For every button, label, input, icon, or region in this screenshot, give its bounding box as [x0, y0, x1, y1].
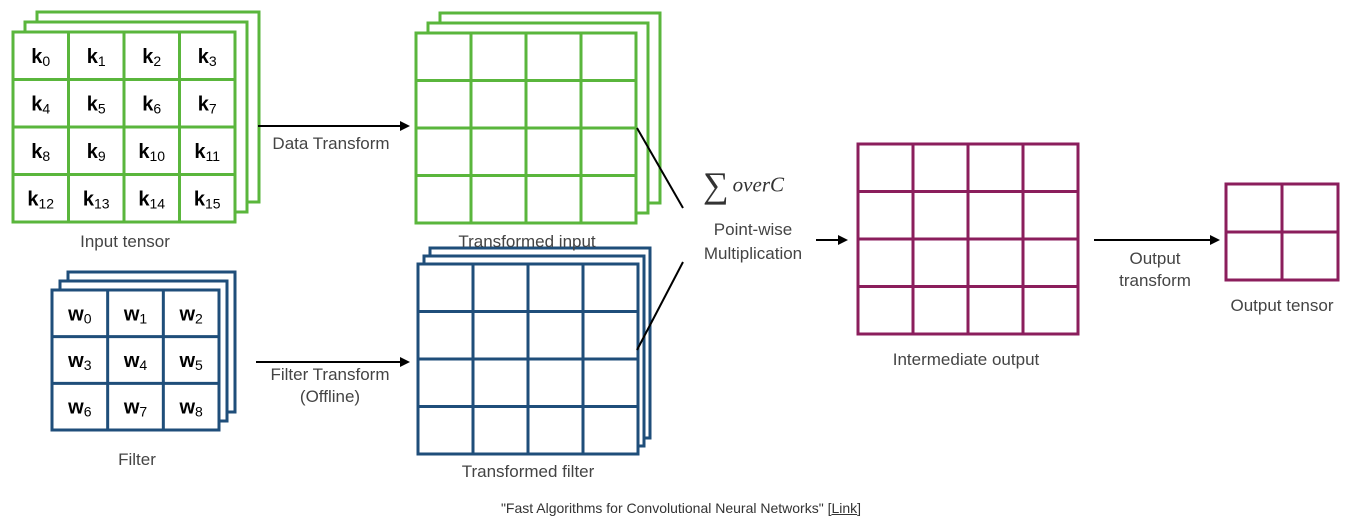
footer-citation: "Fast Algorithms for Convolutional Neura… [501, 500, 861, 516]
filter-cell-label: w8 [178, 397, 203, 420]
transformed-filter-front-grid [416, 262, 640, 456]
input-tensor-cell-label: k1 [87, 46, 106, 69]
sum-over-c: ∑ overC [703, 164, 784, 206]
input-tensor-cell-label: k5 [87, 93, 106, 116]
data-transform-label: Data Transform [272, 134, 390, 153]
filter-cell-label: w3 [67, 350, 92, 373]
input-tensor-front-grid: k0 k1 k2 k3 k4 k5 k6 k7 k8 k9 k10 k11 k12 k13 k14 k15 [11, 30, 237, 224]
input-tensor-cell-label: k6 [142, 93, 161, 116]
sum-symbol: ∑ [703, 165, 729, 205]
sum-text: overC [732, 172, 784, 197]
filter-front-grid: w0 w1 w2 w3 w4 w5 w6 w7 w8 [50, 288, 221, 432]
output-tensor-grid [1224, 182, 1340, 282]
input-tensor-cell-label: k11 [194, 141, 220, 164]
input-tensor-cell-label: k3 [198, 46, 217, 69]
intermediate-output-label: Intermediate output [892, 350, 1040, 369]
filter-cell-label: w0 [67, 303, 92, 326]
input-tensor-cell-label: k12 [27, 188, 54, 211]
filter-transform-line2: (Offline) [299, 387, 361, 406]
filter-to-multiply-line [636, 261, 684, 351]
pointwise-line2: Multiplication [703, 244, 803, 263]
transformed-input-front-grid [414, 31, 638, 225]
output-tensor [1224, 182, 1340, 282]
input-tensor-cell-label: k4 [31, 93, 50, 116]
input-tensor-label: Input tensor [80, 232, 170, 251]
input-tensor-cell-label: k10 [138, 141, 165, 164]
transformed-filter-stack [416, 246, 652, 456]
input-tensor-cell-label: k7 [198, 93, 217, 116]
pointwise-line1: Point-wise [713, 220, 793, 239]
output-transform-label: Output transform [1119, 248, 1191, 292]
transformed-filter-label: Transformed filter [461, 462, 595, 481]
citation-close: ] [857, 500, 862, 516]
input-tensor-cell-label: k0 [31, 46, 50, 69]
input-tensor-cell-label: k15 [194, 188, 221, 211]
input-tensor-stack: k0 k1 k2 k3 k4 k5 k6 k7 k8 k9 k10 k11 k12 k13 k14 k15 [11, 10, 261, 224]
input-to-multiply-line [636, 127, 684, 209]
pointwise-label: Point-wise Multiplication [704, 218, 802, 266]
output-transform-line1: Output [1129, 249, 1181, 268]
filter-cell-label: w4 [123, 350, 148, 373]
input-tensor-cell-label: k13 [83, 188, 110, 211]
citation-text: "Fast Algorithms for Convolutional Neura… [500, 500, 832, 516]
input-tensor-cell-label: k2 [142, 46, 161, 69]
output-transform-line2: transform [1119, 271, 1191, 290]
filter-cell-label: w5 [178, 350, 203, 373]
filter-stack: w0 w1 w2 w3 w4 w5 w6 w7 w8 [50, 270, 237, 432]
input-tensor-cell-label: k8 [31, 141, 50, 164]
input-tensor-cell-label: k14 [138, 188, 165, 211]
filter-transform-line1: Filter Transform [270, 365, 390, 384]
filter-cell-label: w6 [67, 397, 92, 420]
citation-link[interactable]: Link [831, 500, 858, 516]
intermediate-output-grid [856, 142, 1080, 336]
output-tensor-label: Output tensor [1230, 296, 1334, 315]
filter-cell-label: w2 [178, 303, 203, 326]
filter-label: Filter [118, 450, 156, 469]
transformed-input-stack [414, 11, 662, 225]
filter-transform-label: Filter Transform (Offline) [270, 364, 389, 408]
transformed-input-label: Transformed input [458, 232, 596, 251]
filter-cell-label: w7 [123, 397, 148, 420]
filter-front-grid-border [50, 288, 221, 432]
intermediate-output [856, 142, 1080, 336]
filter-cell-label: w1 [123, 303, 148, 326]
input-tensor-cell-label: k9 [87, 141, 106, 164]
